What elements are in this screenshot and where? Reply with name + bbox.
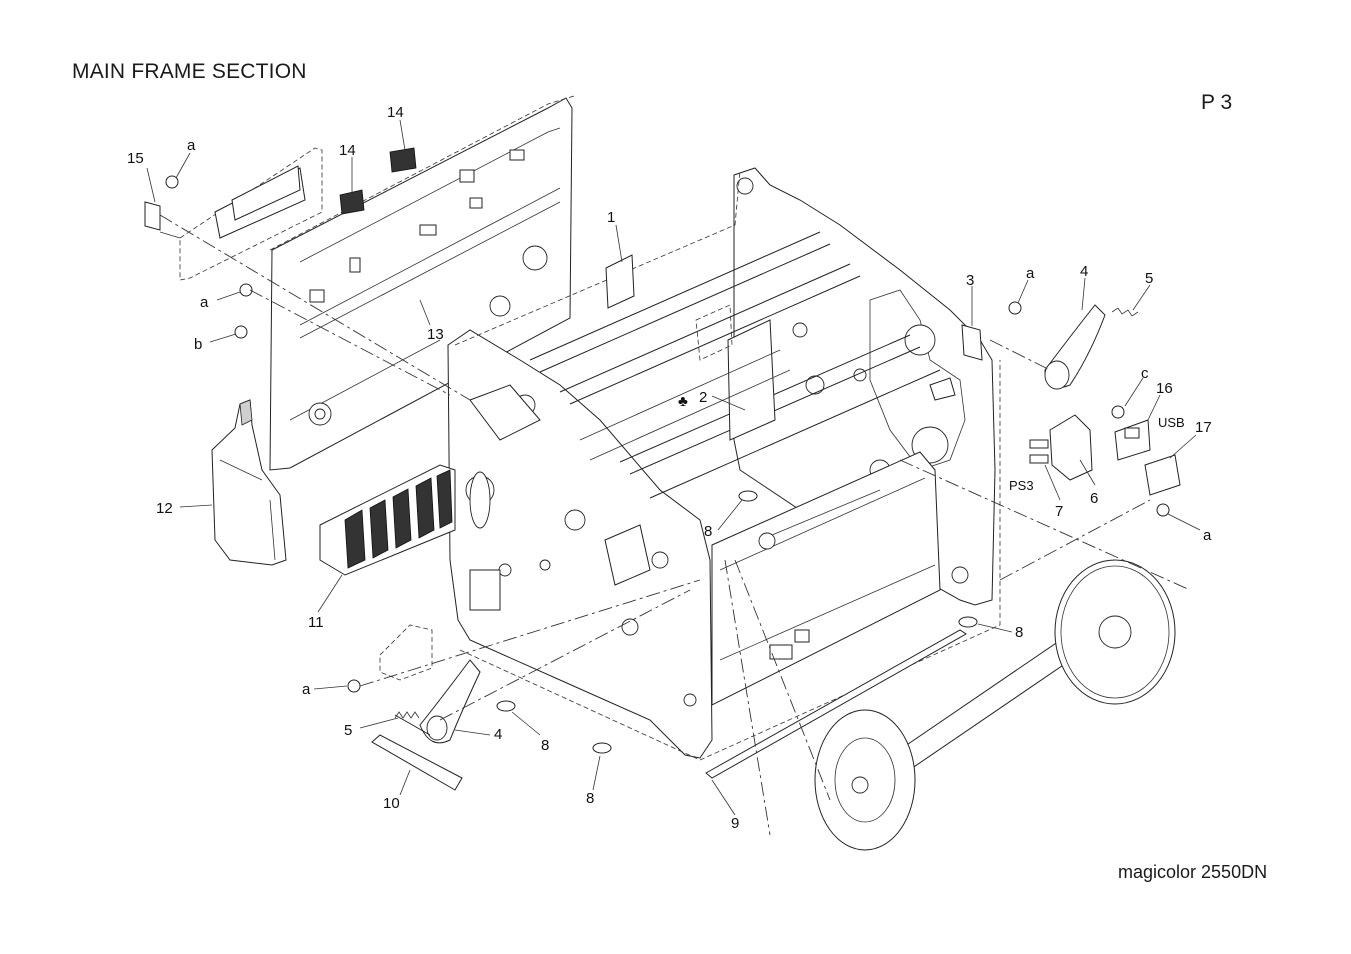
ps3-label: PS3	[1009, 478, 1034, 493]
callout-8-center: 8	[704, 523, 712, 540]
model-name: magicolor 2550DN	[1118, 862, 1268, 882]
callout-15: 15	[127, 150, 144, 167]
callout-12: 12	[156, 500, 173, 517]
screw-c-right: c	[1141, 365, 1149, 382]
assembly-lines	[159, 214, 1191, 836]
feet	[496, 490, 978, 754]
screw-a-bottom-left: a	[302, 681, 311, 698]
callout-5-right: 5	[1145, 270, 1153, 287]
usb-board-16	[1114, 419, 1151, 461]
callout-6: 6	[1090, 490, 1098, 507]
screw-a-top-right: a	[1026, 265, 1035, 282]
bracket-14	[339, 147, 417, 215]
plate-10	[371, 734, 463, 791]
bracket-3	[961, 324, 983, 361]
main-frame	[447, 167, 1001, 761]
callout-1: 1	[607, 209, 615, 226]
label-sheet	[605, 254, 635, 309]
bracket-17	[1144, 454, 1181, 496]
gear-shaft-assembly	[814, 559, 1176, 851]
lever-arm-left	[394, 659, 481, 744]
left-cover-plate	[144, 147, 323, 281]
callout-13: 13	[427, 326, 444, 343]
usb-label: USB	[1158, 415, 1185, 430]
screw-a-top-left: a	[187, 137, 196, 154]
callout-8-right: 8	[1015, 624, 1023, 641]
callout-9: 9	[731, 815, 739, 832]
lower-bracket-outline	[379, 624, 433, 681]
callout-16: 16	[1156, 380, 1173, 397]
screw-a-right: a	[1203, 527, 1212, 544]
callout-8-bottom: 8	[586, 790, 594, 807]
page-number: P 3	[1201, 91, 1233, 114]
club-symbol: ♣	[678, 393, 688, 410]
callout-14-mid: 14	[339, 142, 356, 159]
screw-a-left: a	[200, 294, 209, 311]
connector-labels: USB PS3	[1009, 415, 1185, 493]
page-title: MAIN FRAME SECTION	[72, 60, 307, 83]
side-duct-12	[211, 399, 287, 566]
callout-17: 17	[1195, 419, 1212, 436]
label-sheet-position	[695, 304, 733, 361]
callout-3: 3	[966, 272, 974, 289]
usb-connector	[1124, 427, 1140, 439]
callout-4-right: 4	[1080, 263, 1088, 280]
callout-labels: 1 2 ♣ 3 4 4 5 5 6 7 8 8 8 8 9 10 11 12 1…	[127, 104, 1212, 832]
callout-7: 7	[1055, 503, 1063, 520]
callout-14-top: 14	[387, 104, 404, 121]
screw-b-left: b	[194, 336, 202, 353]
rear-frame-plate	[269, 95, 575, 471]
sensor-6	[1029, 414, 1093, 481]
screws	[165, 175, 1170, 693]
callout-10: 10	[383, 795, 400, 812]
callout-5-left: 5	[344, 722, 352, 739]
callout-2: 2	[699, 389, 707, 406]
lever-arm-right	[1044, 304, 1139, 390]
paper-guide-11	[319, 464, 456, 576]
callout-11: 11	[308, 614, 324, 631]
callout-4-left: 4	[494, 726, 502, 743]
leader-lines	[146, 119, 1201, 816]
rod-9	[705, 629, 967, 779]
callout-8-lower-left: 8	[541, 737, 549, 754]
